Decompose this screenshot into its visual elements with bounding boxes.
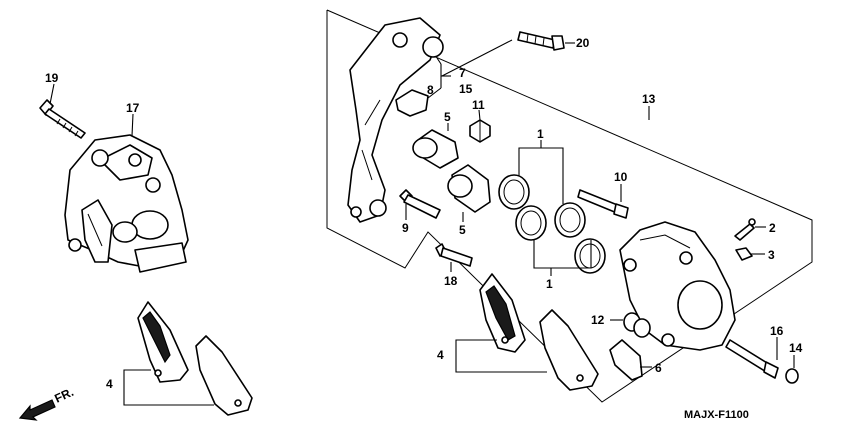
pad-clip-8 [395, 89, 429, 117]
label-16: 16 [770, 324, 784, 338]
cap-3 [735, 247, 753, 261]
piston-5-top [412, 129, 459, 169]
label-20: 20 [576, 36, 590, 50]
bleeder-valve-2 [734, 218, 756, 241]
caliper-bracket [347, 17, 444, 223]
bolt-18 [435, 243, 473, 267]
pin-bolt-10 [577, 189, 629, 219]
label-6: 6 [655, 361, 662, 375]
label-11: 11 [472, 98, 485, 112]
label-5-bottom: 5 [459, 223, 466, 237]
label-12: 12 [591, 313, 605, 327]
label-9: 9 [402, 221, 409, 235]
piston-5-bottom [447, 164, 491, 213]
label-15: 15 [459, 82, 473, 96]
label-19: 19 [45, 71, 59, 85]
label-10: 10 [614, 170, 628, 184]
label-18: 18 [444, 274, 458, 288]
label-8: 8 [427, 83, 434, 97]
label-4-left: 4 [106, 377, 113, 391]
label-4-right: 4 [437, 348, 444, 362]
label-2: 2 [769, 221, 776, 235]
label-5-top: 5 [444, 110, 451, 124]
leader-lines [49, 39, 795, 406]
pad-pin-16 [725, 339, 779, 379]
label-1-top: 1 [537, 127, 544, 141]
caliper-assembly-left [64, 134, 189, 273]
label-3: 3 [768, 248, 775, 262]
front-direction-arrow: FR. [18, 385, 76, 421]
label-13: 13 [642, 92, 656, 106]
label-17: 17 [126, 101, 140, 115]
plug-14 [785, 368, 799, 384]
brake-pads-left [137, 301, 253, 416]
pad-spring-6 [609, 339, 643, 381]
bleeder-cap-11 [469, 119, 491, 143]
pin-bolt-9 [399, 189, 441, 219]
brake-pads-right [479, 273, 599, 391]
bushing-12 [623, 312, 651, 338]
piston-seals-1 [498, 174, 606, 274]
label-14: 14 [789, 341, 803, 355]
diagram-code: MAJX-F1100 [684, 409, 749, 421]
label-1-bottom: 1 [546, 277, 553, 291]
front-arrow-label: FR. [52, 385, 75, 406]
label-7: 7 [459, 66, 466, 80]
bolt-19 [39, 99, 86, 139]
bolt-20 [517, 31, 565, 51]
